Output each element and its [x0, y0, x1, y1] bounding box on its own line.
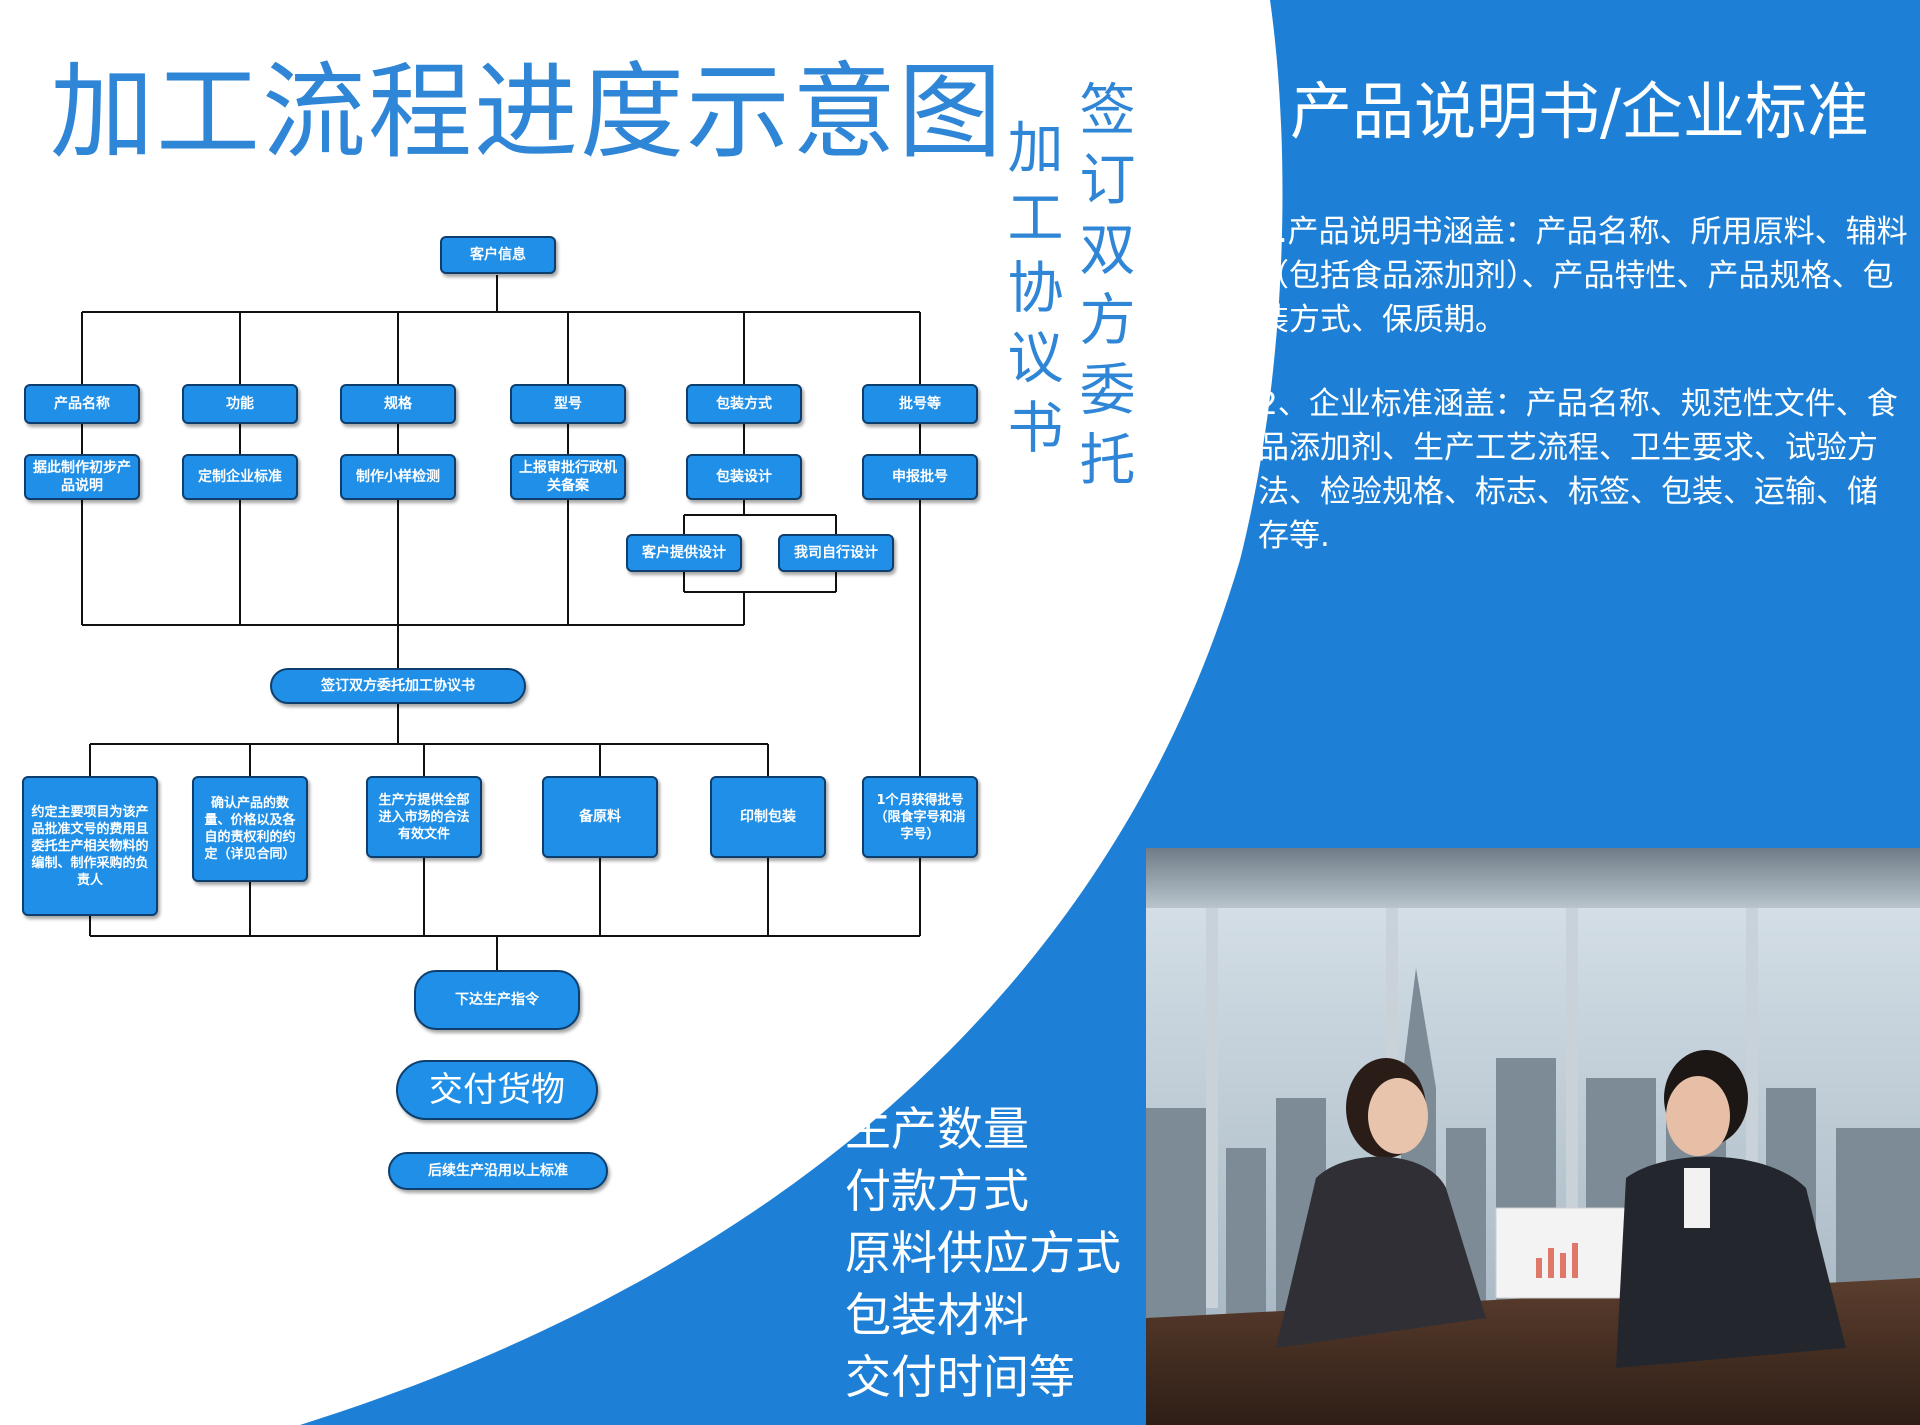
vertical-text-agreement: 加工协议书 [998, 118, 1063, 468]
business-meeting-photo [1146, 848, 1920, 1425]
vertical-text-sign: 签订双方委托 [1070, 80, 1135, 500]
flow-detail: 包装设计 [686, 454, 802, 500]
flow-agreement: 签订双方委托加工协议书 [270, 668, 526, 704]
right-panel-paragraph: 1.产品说明书涵盖：产品名称、所用原料、辅料（包括食品添加剂）、产品特性、产品规… [1258, 214, 1908, 338]
list-item: 生产数量 [845, 1102, 1029, 1156]
flow-category: 包装方式 [686, 384, 802, 424]
list-item: 交付时间等 [845, 1350, 1075, 1404]
flow-production-order: 下达生产指令 [414, 970, 580, 1030]
flow-root-customer-info: 客户信息 [440, 236, 556, 274]
flow-design-option: 我司自行设计 [778, 534, 894, 572]
flow-term: 备原料 [542, 776, 658, 858]
flow-design-option: 客户提供设计 [626, 534, 742, 572]
flow-term: 印制包装 [710, 776, 826, 858]
flow-delivery: 交付货物 [396, 1060, 598, 1120]
flow-term: 约定主要项目为该产品批准文号的费用且委托生产相关物料的编制、制作采购的负责人 [22, 776, 158, 916]
flow-detail: 据此制作初步产品说明 [24, 454, 140, 500]
flow-term: 1个月获得批号（限食字号和消字号） [862, 776, 978, 858]
flow-category: 型号 [510, 384, 626, 424]
list-item: 包装材料 [845, 1288, 1029, 1342]
flow-followup: 后续生产沿用以上标准 [388, 1152, 608, 1190]
right-panel-title: 产品说明书/企业标准 [1290, 75, 1869, 148]
page-title: 加工流程进度示意图 [50, 51, 1005, 173]
flow-term: 确认产品的数量、价格以及各自的责权利的约定（详见合同） [192, 776, 308, 882]
right-panel: 1.产品说明书涵盖：产品名称、所用原料、辅料（包括食品添加剂）、产品特性、产品规… [1258, 210, 1908, 598]
flow-detail: 定制企业标准 [182, 454, 298, 500]
flow-category: 规格 [340, 384, 456, 424]
flow-category: 批号等 [862, 384, 978, 424]
flow-detail: 上报审批行政机关备案 [510, 454, 626, 500]
flow-detail: 申报批号 [862, 454, 978, 500]
flow-term: 生产方提供全部进入市场的合法有效文件 [366, 776, 482, 858]
flow-category: 产品名称 [24, 384, 140, 424]
list-item: 原料供应方式 [845, 1226, 1121, 1280]
flow-detail: 制作小样检测 [340, 454, 456, 500]
contract-terms-list: 生产数量 付款方式 原料供应方式 包装材料 交付时间等 [845, 1098, 1121, 1408]
flow-category: 功能 [182, 384, 298, 424]
list-item: 付款方式 [845, 1164, 1029, 1218]
right-panel-paragraph: 2、企业标准涵盖：产品名称、规范性文件、食品添加剂、生产工艺流程、卫生要求、试验… [1258, 386, 1898, 554]
